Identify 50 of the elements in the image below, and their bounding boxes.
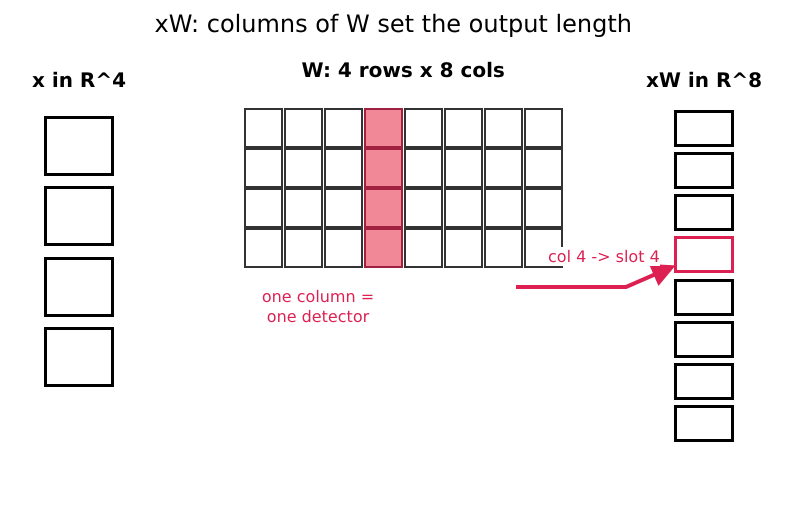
matrix-cell bbox=[284, 108, 323, 148]
output-cell bbox=[674, 279, 734, 316]
matrix-cell bbox=[404, 108, 443, 148]
matrix-cell bbox=[324, 188, 363, 228]
output-cell bbox=[674, 363, 734, 400]
matrix-cell bbox=[484, 148, 523, 188]
highlighted-matrix-cell bbox=[364, 188, 403, 228]
highlighted-matrix-cell bbox=[364, 228, 403, 268]
matrix-cell bbox=[484, 188, 523, 228]
output-cell bbox=[674, 321, 734, 358]
matrix-cell bbox=[284, 188, 323, 228]
vector-cell bbox=[44, 116, 114, 176]
matrix-cell bbox=[324, 148, 363, 188]
vector-heading: x in R^4 bbox=[32, 68, 126, 92]
matrix-cell bbox=[284, 228, 323, 268]
matrix-cell bbox=[444, 188, 483, 228]
matrix-cell bbox=[244, 188, 283, 228]
matrix-cell bbox=[404, 228, 443, 268]
output-cell bbox=[674, 110, 734, 147]
output-cell bbox=[674, 194, 734, 231]
matrix-cell bbox=[244, 148, 283, 188]
matrix-cell bbox=[324, 228, 363, 268]
highlighted-matrix-cell bbox=[364, 148, 403, 188]
matrix-cell bbox=[404, 188, 443, 228]
vector-cell bbox=[44, 257, 114, 317]
vector-heading: xW in R^8 bbox=[646, 68, 762, 92]
diagram-title: xW: columns of W set the output length bbox=[154, 10, 632, 38]
vector-cell bbox=[44, 327, 114, 387]
matrix-cell bbox=[444, 228, 483, 268]
matrix-cell bbox=[444, 108, 483, 148]
highlighted-output-cell bbox=[674, 236, 734, 273]
matrix-cell bbox=[524, 148, 563, 188]
matrix-cell bbox=[244, 108, 283, 148]
output-cell bbox=[674, 405, 734, 442]
edge-label: col 4 -> slot 4 bbox=[548, 247, 660, 266]
matrix-cell bbox=[484, 228, 523, 268]
matrix-cell bbox=[444, 148, 483, 188]
matrix-cell bbox=[324, 108, 363, 148]
matrix-heading: W: 4 rows x 8 cols bbox=[302, 58, 505, 82]
matrix-cell bbox=[284, 148, 323, 188]
vector-cell bbox=[44, 186, 114, 246]
output-cell bbox=[674, 152, 734, 189]
highlighted-matrix-cell bbox=[364, 108, 403, 148]
matrix-cell bbox=[524, 108, 563, 148]
arrow bbox=[516, 264, 676, 289]
matrix-cell bbox=[484, 108, 523, 148]
matrix-cell bbox=[244, 228, 283, 268]
note-text: one column = one detector bbox=[260, 287, 376, 327]
matrix-cell bbox=[524, 188, 563, 228]
matrix-cell bbox=[404, 148, 443, 188]
